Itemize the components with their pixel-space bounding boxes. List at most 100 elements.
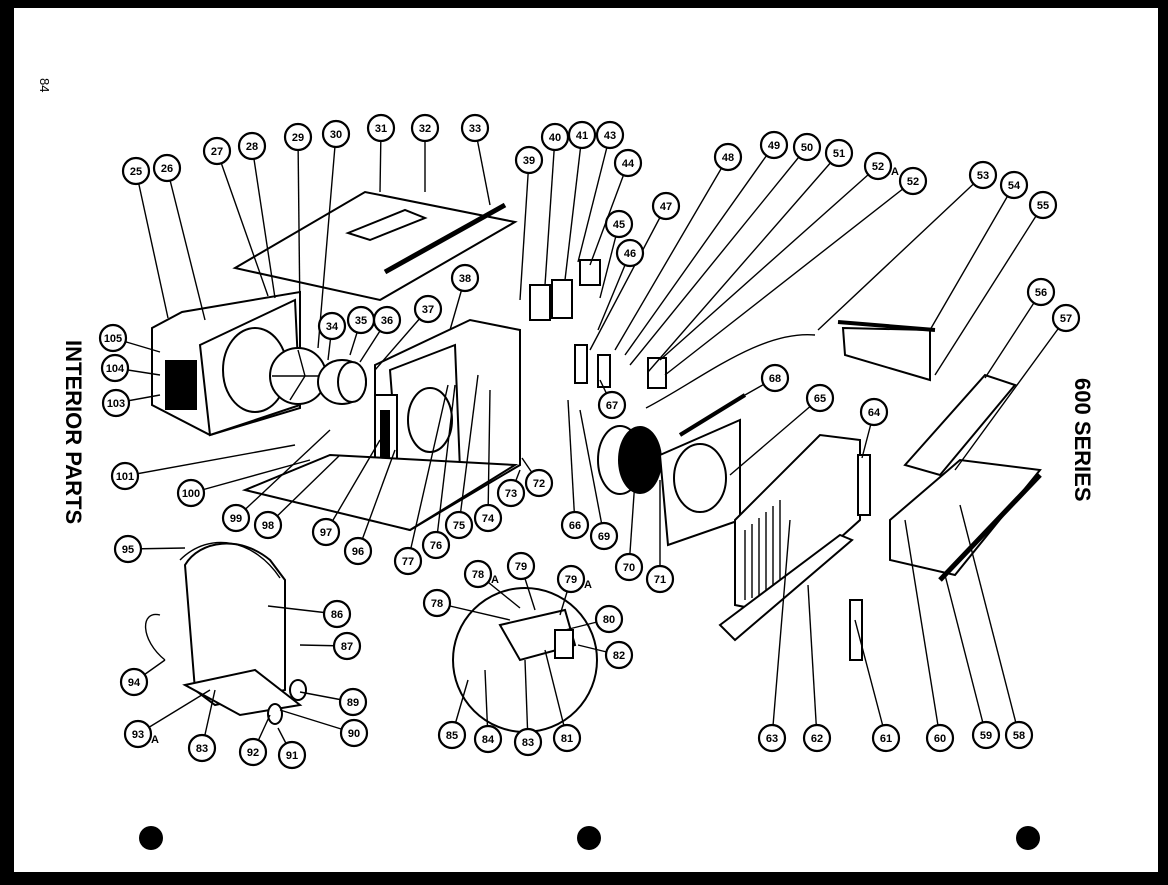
leader-line-97	[325, 439, 381, 533]
callout-75: 75	[444, 510, 474, 540]
callout-label: 37	[422, 304, 434, 316]
callout-65: 65	[805, 383, 835, 413]
callout-circle	[524, 468, 554, 498]
callout-85: 85	[437, 720, 467, 750]
leader-line-41	[564, 134, 583, 281]
callout-label: 31	[375, 123, 387, 135]
callout-label: 44	[622, 158, 635, 170]
callout-label: 30	[330, 129, 342, 141]
callout-circle	[604, 209, 634, 239]
callout-69: 69	[589, 521, 619, 551]
callout-26: 26	[152, 153, 182, 183]
callout-25: 25	[121, 156, 151, 186]
callout-86: 86	[322, 599, 352, 629]
callout-suffix: A	[151, 734, 159, 746]
callout-label: 41	[576, 130, 588, 142]
callout-label: 40	[549, 132, 561, 144]
callout-label: 63	[766, 733, 778, 745]
callout-circle	[871, 723, 901, 753]
callout-circle	[332, 631, 362, 661]
callout-70: 70	[614, 552, 644, 582]
callout-label: 52	[907, 176, 919, 188]
leader-line-65	[729, 397, 821, 476]
callout-label: 73	[505, 488, 517, 500]
leader-line-47	[589, 205, 667, 351]
callout-circle	[339, 718, 369, 748]
callout-76: 76	[421, 530, 451, 560]
callout-circle	[110, 461, 140, 491]
callout-52: 52	[898, 166, 928, 196]
callout-circle	[238, 737, 268, 767]
callout-label: 62	[811, 733, 823, 745]
callout-78: 78	[422, 588, 452, 618]
leader-line-39	[519, 159, 530, 301]
leader-line-101	[124, 444, 296, 477]
callout-63: 63	[757, 723, 787, 753]
callout-circle	[999, 170, 1029, 200]
callout-circle	[792, 132, 822, 162]
callout-label: 97	[320, 527, 332, 539]
callout-label: 33	[469, 123, 481, 135]
callout-circle	[343, 536, 373, 566]
callout-label: 94	[128, 677, 141, 689]
leader-line-27	[216, 150, 269, 297]
callout-61: 61	[871, 723, 901, 753]
callout-circle	[463, 559, 493, 589]
leader-line-60	[904, 519, 941, 739]
callout-53: 53	[968, 160, 998, 190]
callout-label: 91	[286, 750, 298, 762]
callout-label: 58	[1013, 730, 1025, 742]
leader-line-58	[959, 504, 1020, 736]
callout-label: 82	[613, 650, 625, 662]
callout-label: 101	[116, 471, 134, 483]
callout-28: 28	[237, 131, 267, 161]
leader-line-76	[435, 384, 456, 546]
callout-label: 100	[182, 488, 200, 500]
callout-label: 83	[196, 743, 208, 755]
compressor-assembly	[144, 541, 307, 725]
callout-circle	[237, 131, 267, 161]
callout-89: 89	[338, 687, 368, 717]
leader-line-75	[458, 374, 479, 526]
callout-84: 84	[473, 724, 503, 754]
callout-circle	[473, 724, 503, 754]
callout-label: 72	[533, 478, 545, 490]
callout-label: 105	[104, 333, 122, 345]
callout-label: 68	[769, 373, 781, 385]
callout-label: 50	[801, 142, 813, 154]
leader-line-49	[624, 144, 775, 356]
callout-91: 91	[277, 740, 307, 770]
callout-87: 87	[332, 631, 362, 661]
callout-circle	[410, 113, 440, 143]
leader-line-51	[647, 152, 840, 373]
callout-59: 59	[971, 720, 1001, 750]
callout-label: 53	[977, 170, 989, 182]
callout-label: 104	[106, 363, 125, 375]
callout-35: 35	[346, 305, 376, 335]
callout-103: 103	[101, 388, 131, 418]
callout-circle	[176, 478, 206, 508]
leader-line-99	[235, 429, 331, 519]
leader-line-59	[944, 574, 987, 736]
callout-label: 51	[833, 148, 845, 160]
callout-99: 99	[221, 503, 251, 533]
callout-31: 31	[366, 113, 396, 143]
callout-label: 48	[722, 152, 734, 164]
callout-circle	[513, 727, 543, 757]
callout-circle	[437, 720, 467, 750]
callout-circle	[760, 363, 790, 393]
callout-label: 60	[934, 733, 946, 745]
callout-83: 83	[513, 727, 543, 757]
leader-line-98	[267, 454, 341, 526]
callout-circle	[971, 720, 1001, 750]
callout-46: 46	[615, 238, 645, 268]
callout-label: 75	[453, 520, 465, 532]
callout-circle	[121, 156, 151, 186]
callout-77: 77	[393, 546, 423, 576]
leader-line-69	[579, 409, 605, 537]
callout-label: 65	[814, 393, 826, 405]
callout-label: 92	[247, 747, 259, 759]
callout-96: 96	[343, 536, 373, 566]
callout-circle	[444, 510, 474, 540]
